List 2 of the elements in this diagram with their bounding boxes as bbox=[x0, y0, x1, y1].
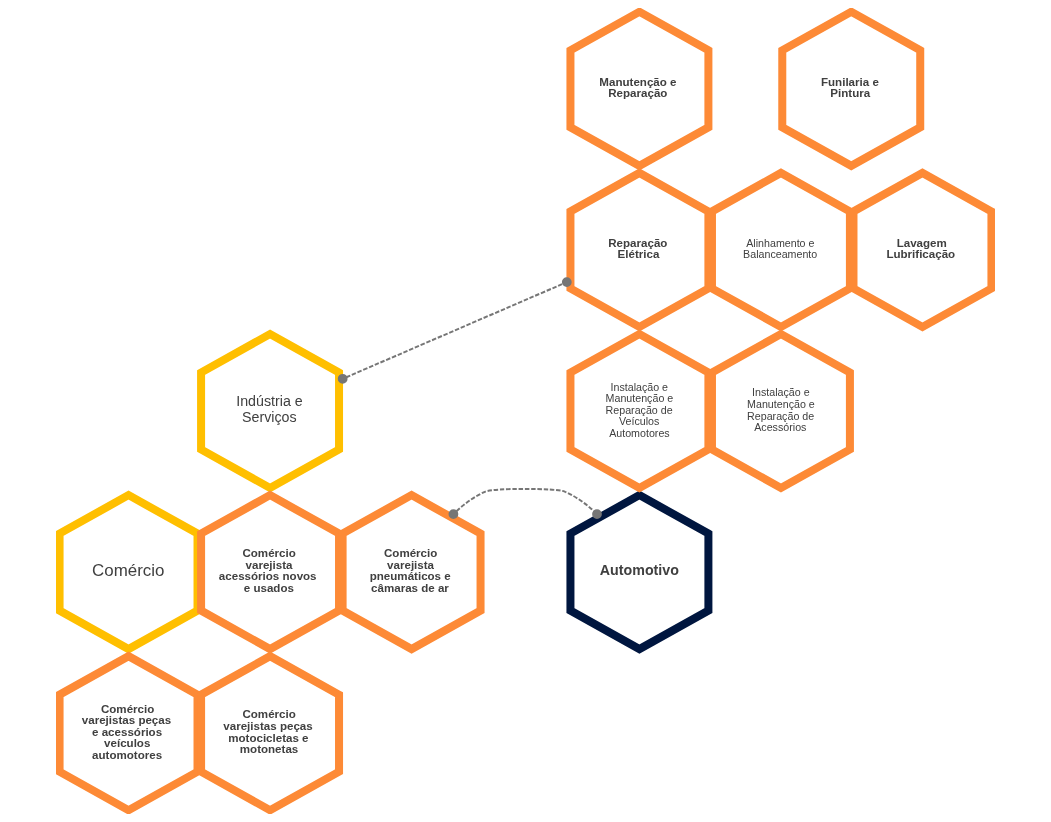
connector bbox=[337, 277, 572, 384]
connector bbox=[448, 487, 602, 519]
